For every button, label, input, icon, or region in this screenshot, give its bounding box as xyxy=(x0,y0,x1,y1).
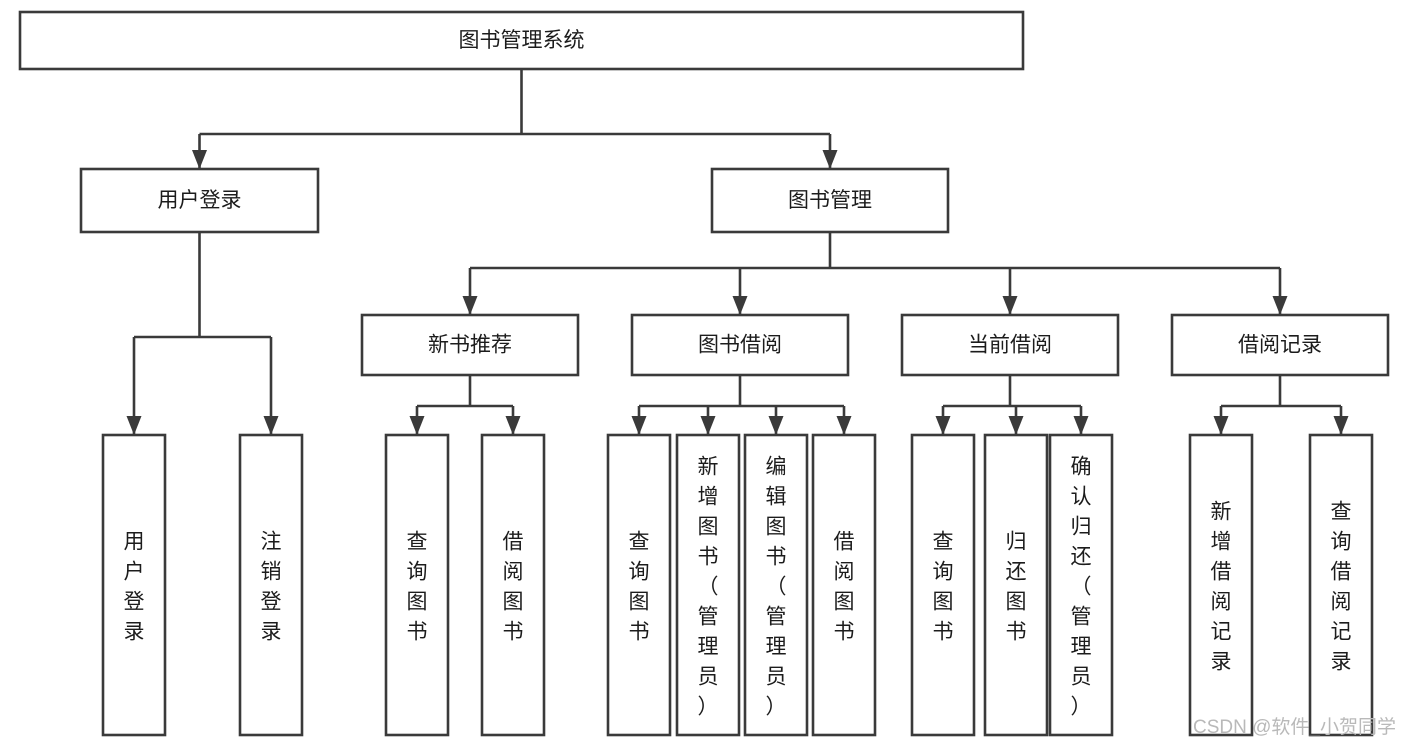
node-cb-return-book[interactable]: 归还图书 xyxy=(983,433,1049,737)
csdn-watermark: CSDN @软件_小贺同学 xyxy=(1193,716,1396,738)
arrow-head-icon xyxy=(126,416,142,435)
arrow-head-icon xyxy=(1213,416,1229,435)
node-bb-add-book[interactable]: 新增图书（管理员） xyxy=(675,433,741,737)
connector-layer xyxy=(126,69,1349,435)
node-box[interactable] xyxy=(238,433,304,737)
node-bb-borrow-book[interactable]: 借阅图书 xyxy=(811,433,877,737)
node-nbr-borrow-book[interactable]: 借阅图书 xyxy=(480,433,546,737)
node-box[interactable] xyxy=(900,313,1120,377)
node-new-book-recommend[interactable]: 新书推荐 xyxy=(360,313,580,377)
arrow-head-icon xyxy=(1008,416,1024,435)
node-user-login-leaf[interactable]: 用户登录 xyxy=(101,433,167,737)
arrow-head-icon xyxy=(700,416,716,435)
node-label: 图书管理 xyxy=(788,189,872,212)
node-label: 新增借阅记录 xyxy=(1211,500,1232,673)
node-label: 借阅记录 xyxy=(1238,334,1322,357)
node-box[interactable] xyxy=(743,433,809,737)
arrow-head-icon xyxy=(732,296,748,315)
arrow-head-icon xyxy=(192,150,207,169)
node-borrow-record[interactable]: 借阅记录 xyxy=(1170,313,1390,377)
arrow-head-icon xyxy=(1073,416,1089,435)
node-box[interactable] xyxy=(79,167,320,234)
node-book-manage[interactable]: 图书管理 xyxy=(710,167,950,234)
node-label: 确认归还（管理员） xyxy=(1071,455,1092,718)
node-box[interactable] xyxy=(384,433,450,737)
arrow-head-icon xyxy=(1002,296,1018,315)
node-box[interactable] xyxy=(1170,313,1390,377)
arrow-head-icon xyxy=(462,296,478,315)
node-root[interactable]: 图书管理系统 xyxy=(18,10,1025,71)
node-label: 新书推荐 xyxy=(428,334,512,357)
node-label: 查询借阅记录 xyxy=(1331,500,1352,673)
node-box[interactable] xyxy=(630,313,850,377)
node-box[interactable] xyxy=(811,433,877,737)
node-label: 借阅图书 xyxy=(503,530,524,643)
arrow-head-icon xyxy=(836,416,852,435)
node-book-borrow[interactable]: 图书借阅 xyxy=(630,313,850,377)
node-box[interactable] xyxy=(710,167,950,234)
node-box[interactable] xyxy=(1308,433,1374,737)
arrow-head-icon xyxy=(1333,416,1349,435)
node-box[interactable] xyxy=(101,433,167,737)
node-box[interactable] xyxy=(18,10,1025,71)
node-nbr-query-book[interactable]: 查询图书 xyxy=(384,433,450,737)
node-br-add-record[interactable]: 新增借阅记录 xyxy=(1188,433,1254,737)
node-box[interactable] xyxy=(480,433,546,737)
arrow-head-icon xyxy=(409,416,425,435)
node-box[interactable] xyxy=(675,433,741,737)
node-br-query-record[interactable]: 查询借阅记录 xyxy=(1308,433,1374,737)
arrow-head-icon xyxy=(505,416,521,435)
node-user-login[interactable]: 用户登录 xyxy=(79,167,320,234)
node-label: 编辑图书（管理员） xyxy=(766,455,787,718)
node-bb-edit-book[interactable]: 编辑图书（管理员） xyxy=(743,433,809,737)
node-label: 查询图书 xyxy=(933,530,954,643)
arrow-head-icon xyxy=(1272,296,1288,315)
node-bb-query-book[interactable]: 查询图书 xyxy=(606,433,672,737)
node-label: 图书借阅 xyxy=(698,334,782,357)
node-box[interactable] xyxy=(1048,433,1114,737)
arrow-head-icon xyxy=(935,416,951,435)
node-box[interactable] xyxy=(606,433,672,737)
node-label: 图书管理系统 xyxy=(459,29,585,52)
node-label: 借阅图书 xyxy=(834,530,855,643)
node-label: 注销登录 xyxy=(261,530,282,643)
node-current-borrow[interactable]: 当前借阅 xyxy=(900,313,1120,377)
node-cb-query-book[interactable]: 查询图书 xyxy=(910,433,976,737)
node-user-logout-leaf[interactable]: 注销登录 xyxy=(238,433,304,737)
node-box[interactable] xyxy=(983,433,1049,737)
node-label: 当前借阅 xyxy=(968,334,1052,357)
node-label: 查询图书 xyxy=(629,530,650,643)
arrow-head-icon xyxy=(263,416,279,435)
node-label: 用户登录 xyxy=(158,189,242,212)
arrow-head-icon xyxy=(631,416,647,435)
node-label: 用户登录 xyxy=(124,530,145,643)
node-box[interactable] xyxy=(910,433,976,737)
arrow-head-icon xyxy=(822,150,838,169)
arrow-head-icon xyxy=(768,416,784,435)
node-cb-confirm-return[interactable]: 确认归还（管理员） xyxy=(1048,433,1114,737)
node-label: 查询图书 xyxy=(407,530,428,643)
node-box[interactable] xyxy=(1188,433,1254,737)
node-label: 新增图书（管理员） xyxy=(698,455,719,718)
node-box[interactable] xyxy=(360,313,580,377)
node-layer: 图书管理系统用户登录用户登录注销登录图书管理新书推荐查询图书借阅图书图书借阅查询… xyxy=(18,10,1390,737)
node-label: 归还图书 xyxy=(1006,530,1027,643)
